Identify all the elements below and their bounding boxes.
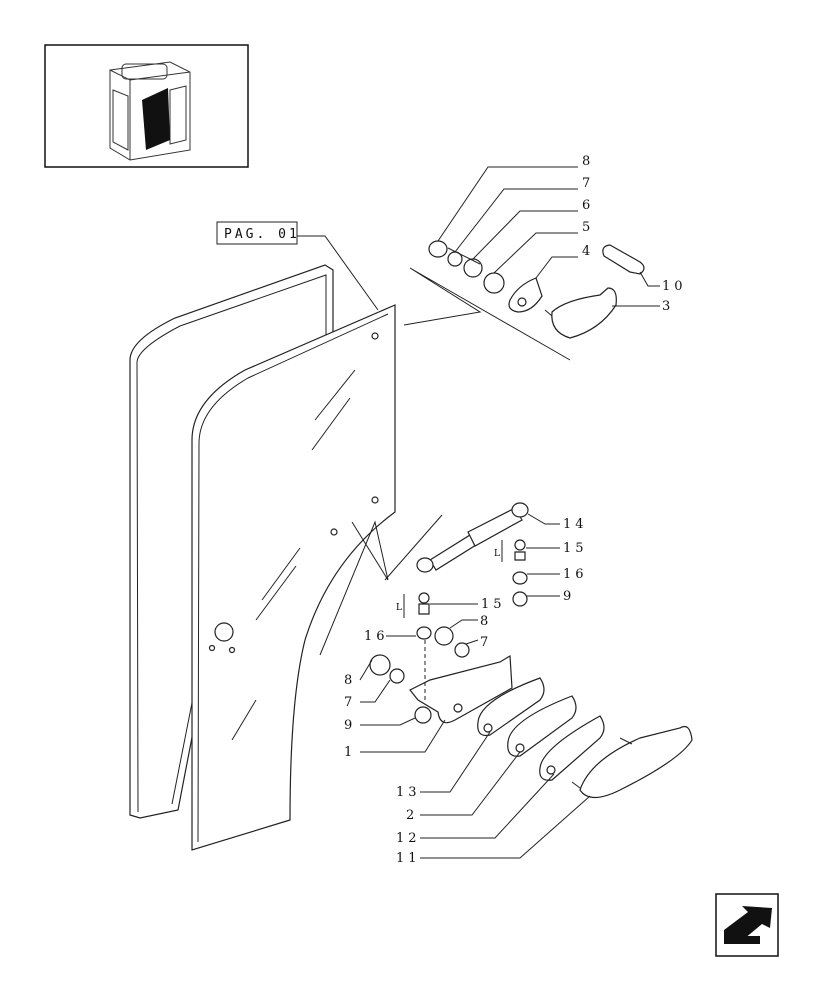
callout-3: 3 (662, 299, 674, 314)
middle-leader (384, 514, 443, 581)
callout-6: 6 (582, 198, 594, 213)
upper-callout-lines (437, 166, 660, 307)
callout-12: 12 (396, 831, 421, 846)
door-glass (191, 304, 396, 851)
callout-7c: 7 (344, 695, 356, 710)
callout-8: 8 (582, 154, 594, 169)
page-reference[interactable]: PAG. 01 (216, 221, 379, 311)
callout-labels: 8 7 6 5 4 10 3 14 15 16 9 15 16 8 7 8 7 … (344, 154, 687, 866)
callout-1: 1 (344, 745, 356, 760)
callout-8c: 8 (344, 673, 356, 688)
lower-callout-lines (360, 719, 591, 859)
upper-hinge-assembly (428, 240, 645, 339)
page-reference-label: PAG. 01 (224, 227, 300, 242)
cab-thumbnail-icon[interactable] (44, 44, 249, 168)
callout-2: 2 (406, 808, 418, 823)
upper-detail-callout (403, 267, 571, 361)
callout-5: 5 (582, 220, 594, 235)
gas-strut (416, 502, 560, 573)
callout-14: 14 (563, 517, 588, 532)
lower-hinge-brackets (409, 640, 693, 799)
dim-label-right: L (494, 549, 500, 559)
callout-7b: 7 (480, 635, 492, 650)
callout-15b: 15 (481, 597, 506, 612)
callout-8b: 8 (480, 614, 492, 629)
callout-16b: 16 (364, 629, 389, 644)
callout-16: 16 (563, 567, 588, 582)
callout-9b: 9 (344, 718, 356, 733)
right-ball-stud: L (494, 539, 560, 607)
callout-10: 10 (662, 279, 687, 294)
next-page-arrow-icon[interactable] (715, 893, 779, 957)
callout-4: 4 (582, 244, 594, 259)
callout-15: 15 (563, 541, 588, 556)
callout-13: 13 (396, 785, 421, 800)
callout-11: 11 (396, 851, 421, 866)
callout-9: 9 (563, 589, 575, 604)
left-ball-stud: L (386, 592, 478, 640)
dim-label-left: L (396, 603, 402, 613)
callout-7: 7 (582, 176, 594, 191)
middle-detail-callout (319, 520, 389, 656)
middle-washers (359, 619, 479, 726)
